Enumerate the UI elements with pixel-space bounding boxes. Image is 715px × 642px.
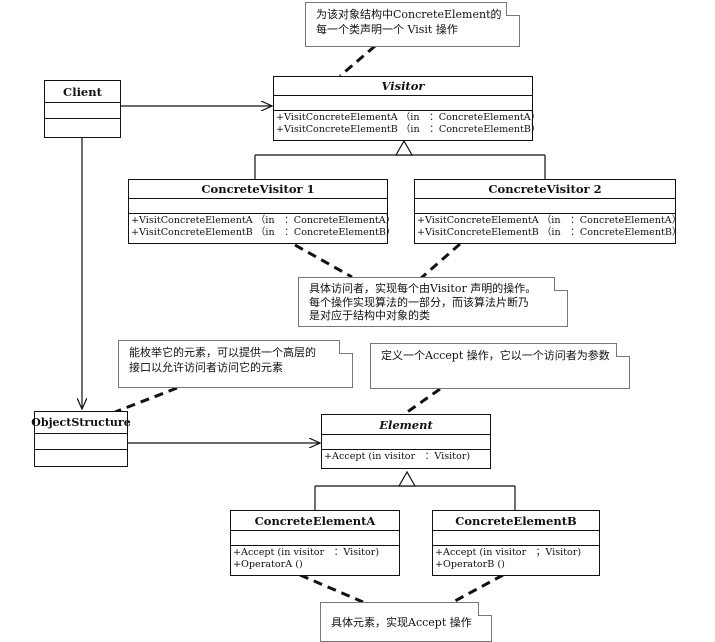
concrete-visitor-note-anchor <box>294 243 353 279</box>
operation: +VisitConcreteElementA （in ：ConcreteElem… <box>131 215 396 226</box>
objectstructure-note-anchor <box>114 386 178 414</box>
class-attributes <box>415 199 675 214</box>
class-name: Visitor <box>274 77 532 96</box>
class-name: Client <box>45 81 120 103</box>
class-attributes <box>231 531 399 546</box>
note-line: 具体元素，实现Accept 操作 <box>331 616 472 629</box>
class-name: ConcreteElementB <box>433 511 599 531</box>
class-attributes <box>274 96 532 111</box>
visitor-generalization <box>254 139 546 180</box>
note-line: 每一个类声明一个 Visit 操作 <box>316 23 458 36</box>
concrete-visitor-2-note-anchor <box>419 242 461 281</box>
class-concrete-element-b: ConcreteElementB +Accept (in visitor ；Vi… <box>432 510 600 576</box>
element-generalization <box>314 470 516 511</box>
class-concrete-visitor-2: ConcreteVisitor 2 +VisitConcreteElementA… <box>414 179 682 244</box>
operation: +VisitConcreteElementA （in ：ConcreteElem… <box>417 215 682 226</box>
note-line: 接口以允许访问者访问它的元素 <box>129 361 283 374</box>
class-attributes <box>322 435 490 450</box>
concrete-visitor-note: 具体访问者，实现每个由Visitor 声明的操作。 每个操作实现算法的一部分，而… <box>298 277 568 327</box>
operation: +Accept (in visitor ：Visitor) <box>324 451 471 462</box>
operation: +OperatorB () <box>435 559 505 570</box>
operation: +OperatorA () <box>233 559 303 570</box>
class-name: Element <box>322 415 490 435</box>
operation: +Accept (in visitor ：Visitor) <box>233 547 380 558</box>
class-operations: +VisitConcreteElementA （in ：ConcreteElem… <box>129 214 396 240</box>
class-concrete-element-a: ConcreteElementA +Accept (in visitor ：Vi… <box>230 510 400 576</box>
class-attributes <box>433 531 599 546</box>
concrete-element-note: 具体元素，实现Accept 操作 <box>320 602 492 642</box>
class-name: ConcreteVisitor 1 <box>129 180 387 199</box>
class-operations <box>45 119 120 121</box>
operation: +VisitConcreteElementA （in ：ConcreteElem… <box>276 112 541 123</box>
operation: +VisitConcreteElementB （in ：ConcreteElem… <box>276 124 541 135</box>
class-operations: +VisitConcreteElementA （in ：ConcreteElem… <box>415 214 682 240</box>
note-line: 具体访问者，实现每个由Visitor 声明的操作。 <box>309 282 537 295</box>
class-concrete-visitor-1: ConcreteVisitor 1 +VisitConcreteElementA… <box>128 179 396 244</box>
operation: +VisitConcreteElementB （in ：ConcreteElem… <box>417 227 682 238</box>
class-operations: +VisitConcreteElementA （in ：ConcreteElem… <box>274 111 541 137</box>
class-operations: +Accept (in visitor ；Visitor) +OperatorB… <box>433 546 599 572</box>
visitor-note: 为该对象结构中ConcreteElement的 每一个类声明一个 Visit 操… <box>305 2 520 47</box>
class-attributes <box>129 199 387 214</box>
element-note-anchor <box>402 387 441 417</box>
class-attributes <box>45 103 120 119</box>
note-line: 能枚举它的元素，可以提供一个高层的 <box>129 346 316 359</box>
element-note: 定义一个Accept 操作，它以一个访问者为参数 <box>370 343 630 389</box>
note-line: 每个操作实现算法的一部分，而该算法片断乃 <box>309 295 529 309</box>
note-line: 定义一个Accept 操作，它以一个访问者为参数 <box>381 349 610 362</box>
class-attributes <box>35 434 127 450</box>
class-element: Element +Accept (in visitor ：Visitor) <box>321 414 491 469</box>
objectstructure-note: 能枚举它的元素，可以提供一个高层的 接口以允许访问者访问它的元素 <box>118 340 353 388</box>
class-object-structure: ObjectStructure <box>31 411 131 467</box>
note-line: 为该对象结构中ConcreteElement的 <box>316 8 502 21</box>
concrete-element-b-note-anchor <box>452 573 504 604</box>
operation: +Accept (in visitor ；Visitor) <box>435 547 582 558</box>
class-name: ConcreteElementA <box>231 511 399 531</box>
class-visitor: Visitor +VisitConcreteElementA （in ：Conc… <box>273 76 541 141</box>
concrete-element-a-note-anchor <box>299 573 364 604</box>
operation: +VisitConcreteElementB （in ：ConcreteElem… <box>131 227 396 238</box>
visitor-note-anchor <box>339 44 376 78</box>
class-operations: +Accept (in visitor ：Visitor) +OperatorA… <box>231 546 399 572</box>
class-name: ObjectStructure <box>31 412 131 434</box>
class-name: ConcreteVisitor 2 <box>415 180 675 199</box>
class-operations <box>35 450 127 452</box>
class-client: Client <box>44 80 121 138</box>
note-line: 是对应于结构中对象的类 <box>309 309 430 322</box>
class-operations: +Accept (in visitor ：Visitor) <box>322 450 490 464</box>
